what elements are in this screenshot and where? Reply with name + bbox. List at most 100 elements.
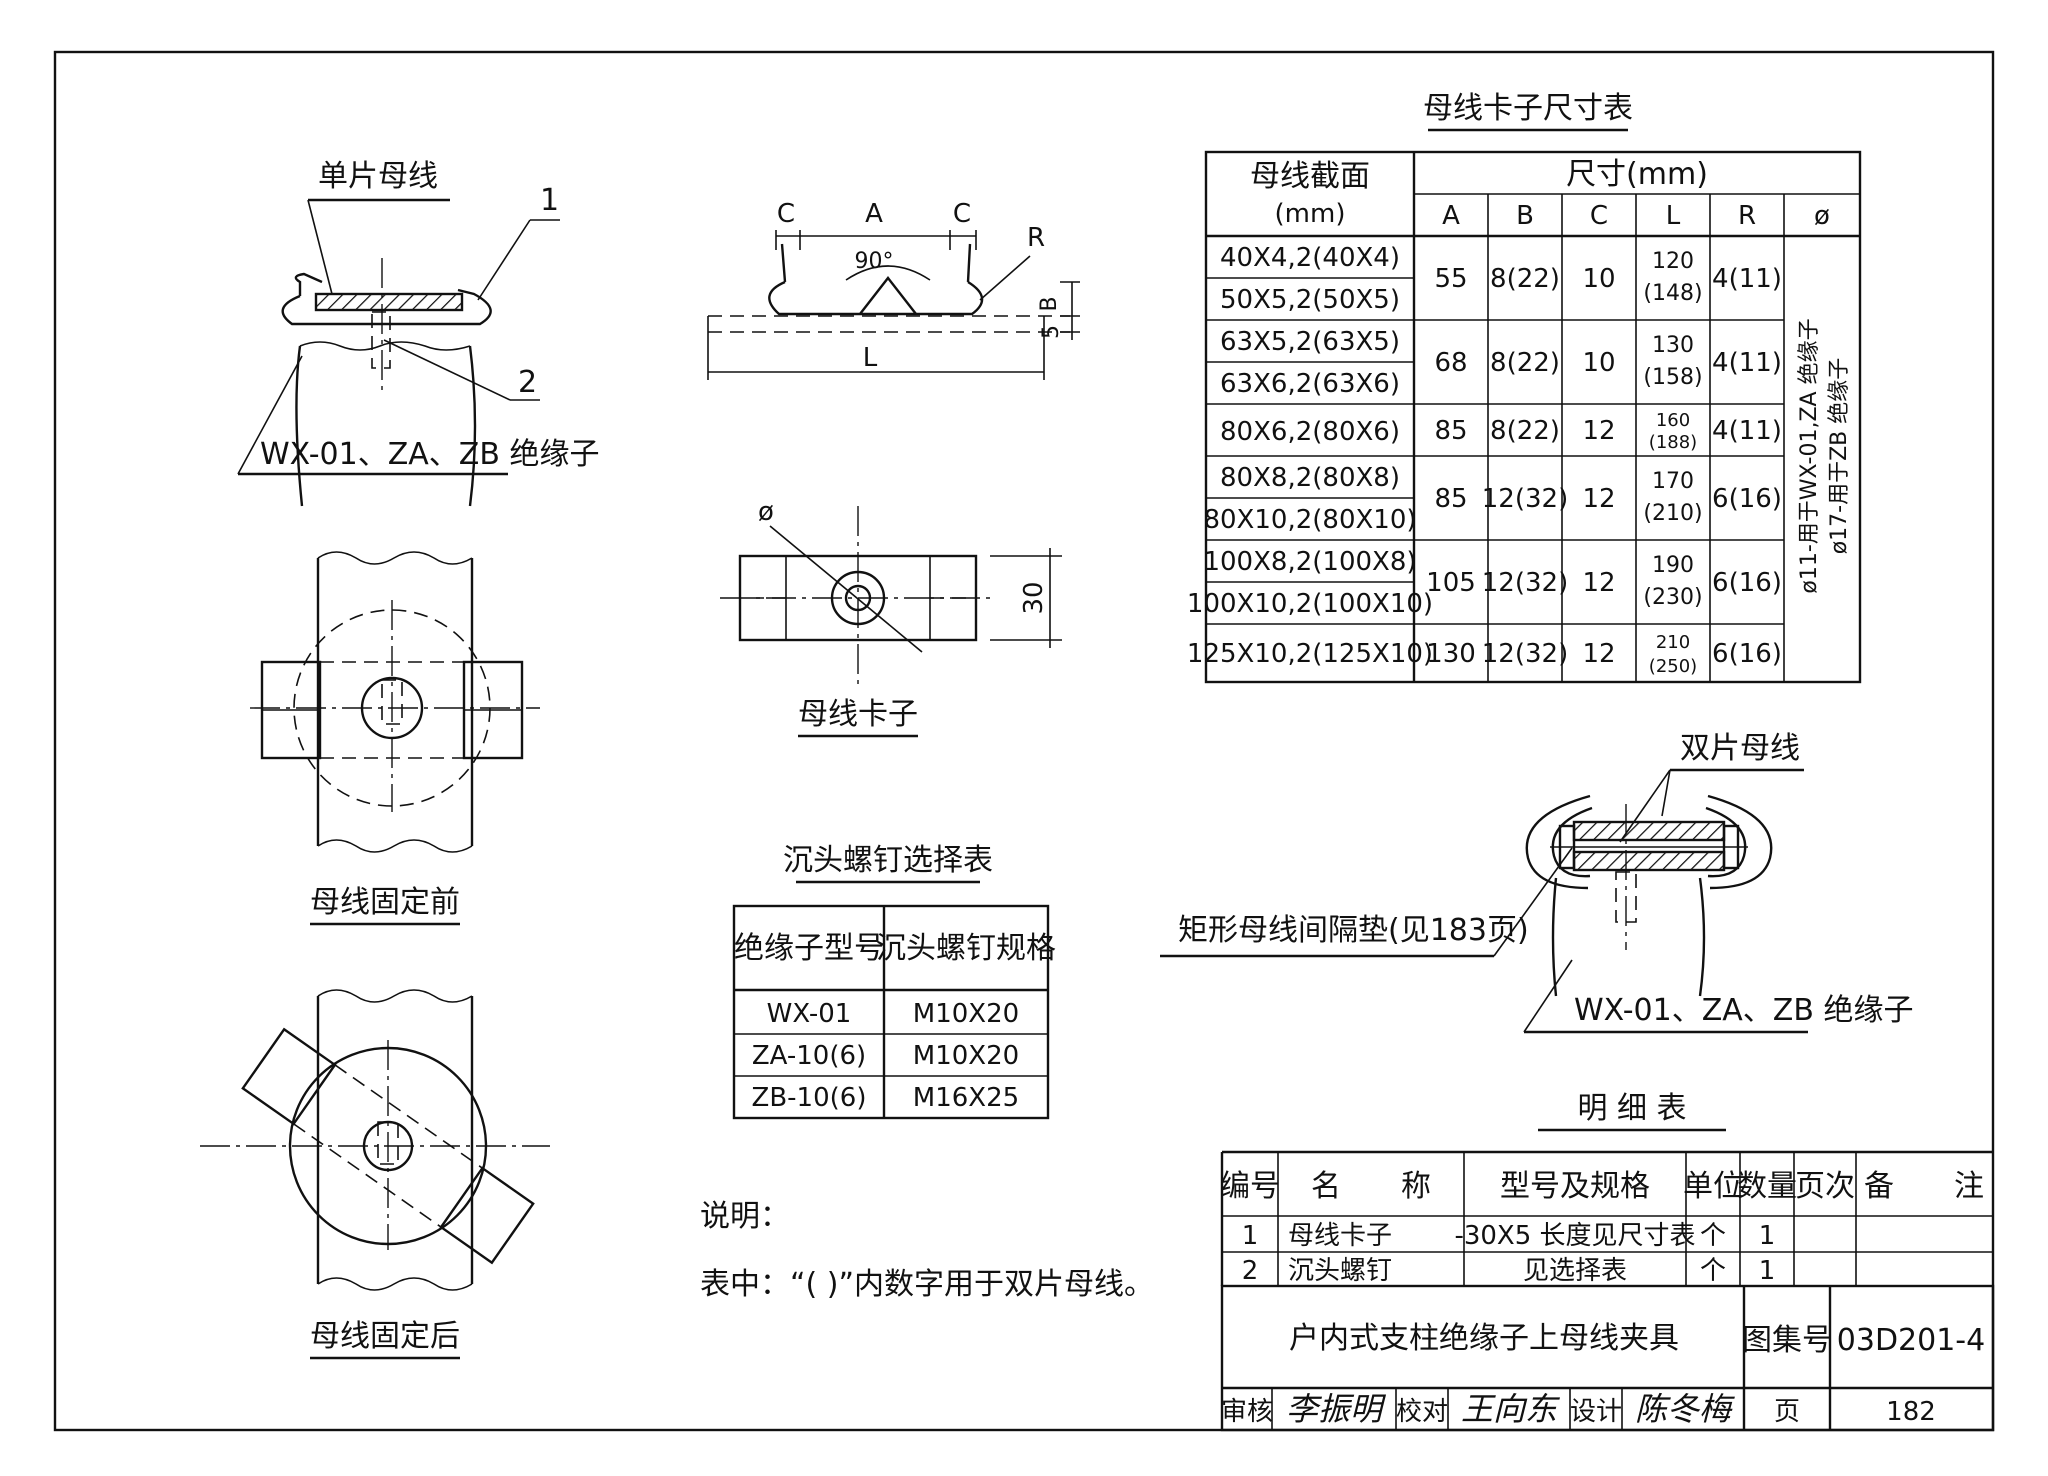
design-signature: 陈冬梅	[1635, 1390, 1735, 1428]
dim-5: 5	[1039, 325, 1064, 339]
double-bus-view: 双片母线 矩形母线间隔垫(见183页) WX-01、ZA、ZB 绝缘子	[1160, 731, 1913, 1034]
parts-row-model: 见选择表	[1523, 1256, 1627, 1286]
screw-head-spec: 沉头螺钉规格	[876, 931, 1056, 966]
sheet-frame	[53, 50, 1995, 1432]
drawing-title: 户内式支柱绝缘子上母线夹具	[1289, 1321, 1679, 1356]
check-label: 校对	[1396, 1397, 1448, 1427]
cell-r: 4(11)	[1712, 348, 1782, 378]
cell-a: 55	[1434, 264, 1467, 294]
dim-phi: ø	[758, 497, 774, 527]
cell-b: 12(32)	[1482, 639, 1568, 669]
callout-2: 2	[518, 365, 537, 400]
parts-row-unit: 个	[1700, 1221, 1726, 1251]
parts-head-remark: 备 注	[1864, 1169, 1984, 1204]
cell-l-double: (230)	[1643, 585, 1702, 610]
section-cell: 63X6,2(63X6)	[1220, 369, 1400, 399]
dim-table-head-section: 母线截面	[1250, 159, 1370, 194]
cell-b: 8(22)	[1490, 348, 1560, 378]
insulator-label-2: WX-01、ZA、ZB 绝缘子	[1574, 993, 1913, 1028]
col-c: C	[1590, 201, 1608, 231]
section-cell: 63X5,2(63X5)	[1220, 327, 1400, 357]
section-cell: 100X8,2(100X8)	[1203, 547, 1416, 577]
dim-c-right: C	[953, 199, 971, 229]
parts-row-unit: 个	[1700, 1256, 1726, 1286]
cell-l: 130	[1652, 333, 1694, 358]
col-a: A	[1442, 201, 1460, 231]
parts-head-model: 型号及规格	[1500, 1169, 1650, 1204]
dim-table-title: 母线卡子尺寸表	[1423, 91, 1633, 126]
single-bus-view: 单片母线 1 2 WX-01、ZA、ZB 绝缘子	[237, 159, 599, 507]
design-label: 设计	[1570, 1397, 1622, 1427]
parts-row-no: 2	[1242, 1256, 1259, 1286]
screw-row-model: ZA-10(6)	[752, 1041, 866, 1071]
cell-a: 85	[1434, 416, 1467, 446]
parts-row-no: 1	[1242, 1221, 1259, 1251]
section-cell: 125X10,2(125X10)	[1187, 639, 1433, 669]
cell-a: 85	[1434, 484, 1467, 514]
cell-r: 4(11)	[1712, 416, 1782, 446]
col-r: R	[1738, 201, 1756, 231]
atlas-label: 图集号	[1742, 1323, 1832, 1358]
screw-table: 沉头螺钉选择表 绝缘子型号 沉头螺钉规格 WX-01 M10X20 ZA-10(…	[732, 843, 1056, 1120]
screw-table-title: 沉头螺钉选择表	[783, 843, 993, 878]
cell-b: 8(22)	[1490, 416, 1560, 446]
screw-row-spec: M16X25	[913, 1083, 1019, 1113]
before-fix-view: 母线固定前	[250, 551, 540, 926]
cell-l: 210	[1656, 632, 1690, 653]
cell-r: 6(16)	[1712, 639, 1782, 669]
insulator-label: WX-01、ZA、ZB 绝缘子	[260, 437, 599, 472]
cell-l: 120	[1652, 249, 1694, 274]
phi-note-2: ø17-用于ZB 绝缘子	[1827, 358, 1852, 555]
parts-head-qty: 数量	[1737, 1169, 1797, 1204]
parts-row-qty: 1	[1759, 1256, 1776, 1286]
parts-head-page: 页次	[1795, 1169, 1855, 1204]
check-signature: 王向东	[1461, 1390, 1560, 1428]
screw-row-model: WX-01	[767, 999, 852, 1029]
col-l: L	[1666, 201, 1681, 231]
cell-l: 190	[1652, 553, 1694, 578]
clip-plan: ø 30 母线卡子	[720, 497, 1062, 738]
spacer-label: 矩形母线间隔垫(见183页)	[1178, 913, 1529, 948]
double-bus-label: 双片母线	[1680, 731, 1800, 766]
cell-b: 12(32)	[1482, 568, 1568, 598]
dim-l: L	[863, 343, 878, 373]
parts-list: 明 细 表 编号 名 称 型号及规格 单位 数量 页次 备 注 1 母线卡子 -…	[1220, 1091, 1993, 1286]
screw-row-spec: M10X20	[913, 1041, 1019, 1071]
parts-head-unit: 单位	[1683, 1169, 1743, 1204]
section-cell: 80X8,2(80X8)	[1220, 463, 1400, 493]
section-cell: 40X4,2(40X4)	[1220, 243, 1400, 273]
notes: 说明： 表中：“( )”内数字用于双片母线。	[700, 1199, 1154, 1302]
notes-heading: 说明：	[700, 1199, 790, 1234]
col-b: B	[1516, 201, 1534, 231]
cell-l-double: (210)	[1643, 501, 1702, 526]
dim-r: R	[1027, 223, 1045, 253]
parts-row-name: 母线卡子	[1288, 1221, 1392, 1251]
cell-b: 8(22)	[1490, 264, 1560, 294]
cell-l-double: (250)	[1649, 656, 1697, 677]
review-label: 审核	[1221, 1397, 1273, 1427]
dim-table-head-unit: (mm)	[1275, 199, 1346, 229]
single-bus-label: 单片母线	[318, 159, 438, 194]
section-cell: 50X5,2(50X5)	[1220, 285, 1400, 315]
before-fix-label: 母线固定前	[310, 885, 460, 920]
callout-1: 1	[540, 183, 559, 218]
after-fix-label: 母线固定后	[310, 1319, 460, 1354]
parts-head-name: 名 称	[1311, 1169, 1431, 1204]
section-cell: 80X6,2(80X6)	[1220, 417, 1400, 447]
title-block: 户内式支柱绝缘子上母线夹具 图集号 03D201-4 审核 李振明 校对 王向东…	[1220, 1284, 1995, 1432]
screw-row-model: ZB-10(6)	[752, 1083, 867, 1113]
cell-c: 12	[1582, 484, 1615, 514]
page-number: 182	[1886, 1397, 1936, 1427]
cell-b: 12(32)	[1482, 484, 1568, 514]
notes-text: 表中：“( )”内数字用于双片母线。	[700, 1267, 1154, 1302]
cell-l: 170	[1652, 469, 1694, 494]
after-fix-view: 母线固定后	[200, 989, 550, 1360]
cell-c: 10	[1582, 264, 1615, 294]
screw-head-insulator: 绝缘子型号	[734, 931, 884, 966]
dim-b: B	[1037, 296, 1062, 311]
parts-row-model: -30X5 长度见尺寸表	[1454, 1221, 1695, 1251]
cell-r: 6(16)	[1712, 568, 1782, 598]
cell-a: 105	[1426, 568, 1476, 598]
section-cell: 100X10,2(100X10)	[1187, 589, 1433, 619]
